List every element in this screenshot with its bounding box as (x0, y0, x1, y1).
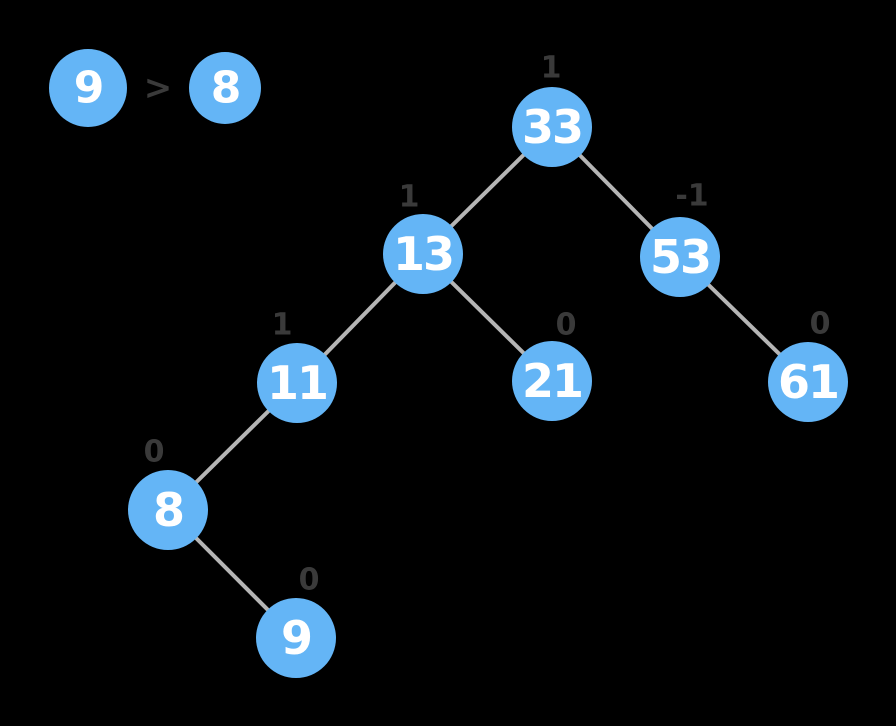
tree-node-value: 61 (778, 355, 838, 409)
balance-factor-label: 0 (810, 307, 831, 342)
comparison-left-node-value: 9 (74, 63, 103, 114)
balance-factor-label: 1 (272, 308, 293, 343)
tree-node-value: 53 (650, 230, 710, 284)
tree-node: 61 (768, 342, 848, 422)
tree-node-value: 9 (281, 611, 311, 665)
tree-node-value: 11 (267, 356, 327, 410)
balance-factor-label: 0 (299, 563, 320, 598)
balance-factor-label: -1 (675, 179, 708, 214)
balance-factor-label: 0 (144, 435, 165, 470)
balance-factor-label: 0 (556, 308, 577, 343)
tree-node-circle (512, 341, 592, 421)
tree-node: 11 (257, 343, 337, 423)
tree-node-circle (768, 342, 848, 422)
balance-factor-label: 1 (541, 51, 562, 86)
tree-node-value: 21 (522, 354, 582, 408)
tree-node: 53 (640, 217, 720, 297)
comparison-left-node-circle (49, 49, 127, 127)
tree-node: 21 (512, 341, 592, 421)
comparison-right-node-value: 8 (211, 63, 240, 114)
comparison-left-node: 9 (49, 49, 127, 127)
tree-node-value: 13 (393, 227, 453, 281)
tree-node-circle (383, 214, 463, 294)
tree-node-circle (257, 343, 337, 423)
tree-node-circle (256, 598, 336, 678)
tree-node: 9 (256, 598, 336, 678)
tree-node-circle (128, 470, 208, 550)
tree-node: 13 (383, 214, 463, 294)
comparison-right-node-circle (189, 52, 261, 124)
tree-node: 33 (512, 87, 592, 167)
greater-than-operator: > (144, 68, 173, 108)
tree-node-value: 8 (153, 483, 183, 537)
tree-node-circle (512, 87, 592, 167)
comparison-right-node: 8 (189, 52, 261, 124)
tree-node-circle (640, 217, 720, 297)
tree-node: 8 (128, 470, 208, 550)
balance-factor-label: 1 (399, 180, 420, 215)
comparison-group: 9 8 > (49, 49, 261, 127)
tree-node-value: 33 (522, 100, 582, 154)
